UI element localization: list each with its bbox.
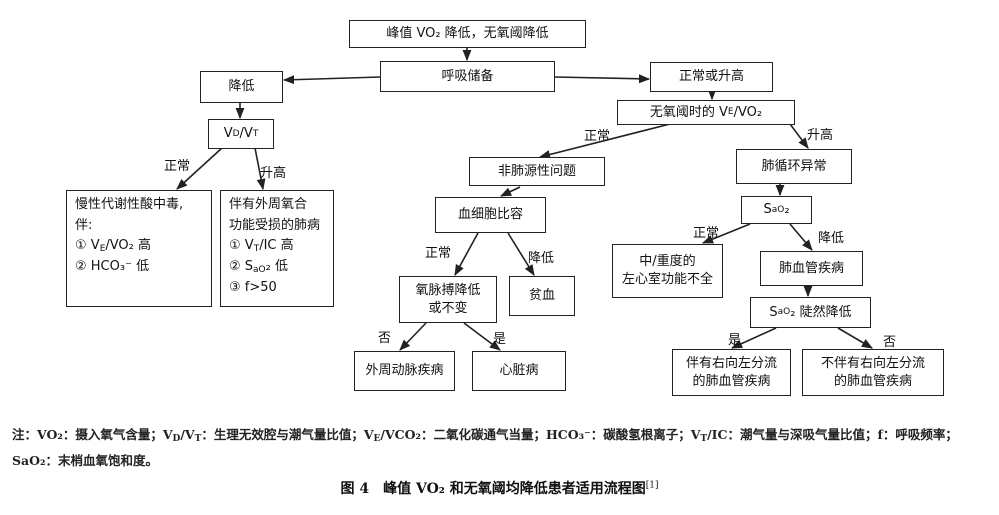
node-decreased: 降低 — [200, 71, 283, 103]
node-non-pulmonary: 非肺源性问题 — [469, 157, 605, 186]
arrow-reserve-to-decreased — [282, 75, 381, 85]
arrow-drop-to-without — [837, 327, 873, 349]
label-vdvt-normal: 正常 — [164, 159, 191, 174]
node-peripheral-artery-disease: 外周动脉疾病 — [354, 351, 455, 391]
arrow-o2pulse-to-heart — [463, 322, 501, 351]
arrow-sao2-to-lv — [701, 223, 751, 244]
arrow-o2pulse-to-pad — [399, 322, 427, 351]
node-breathing-reserve: 呼吸储备 — [380, 61, 555, 92]
label-at-increased: 升高 — [807, 128, 834, 143]
label-sao2-normal: 正常 — [693, 226, 720, 241]
node-heart-disease: 心脏病 — [472, 351, 566, 391]
arrow-at-to-nonpulm — [538, 123, 671, 159]
arrow-sao2-to-pulmvasc — [789, 223, 813, 251]
label-o2pulse-no: 否 — [378, 331, 392, 346]
label-hct-decreased: 降低 — [528, 251, 555, 266]
arrow-drop-to-with — [730, 327, 777, 349]
node-without-shunt: 不伴有右向左分流的肺血管疾病 — [802, 349, 944, 396]
label-hct-normal: 正常 — [425, 246, 452, 261]
label-o2pulse-yes: 是 — [493, 332, 507, 347]
label-at-normal: 正常 — [584, 129, 611, 144]
node-pulmonary-vascular-disease: 肺血管疾病 — [760, 251, 863, 286]
node-lv-dysfunction: 中/重度的左心室功能不全 — [612, 244, 723, 298]
figure-note: 注：VO₂：摄入氧气含量；VD/VT：生理无效腔与潮气量比值；VE/VCO₂：二… — [12, 427, 958, 468]
node-with-shunt: 伴有右向左分流的肺血管疾病 — [672, 349, 791, 396]
arrow-nonpulm-to-hct — [499, 186, 521, 197]
node-o2-pulse: 氧脉搏降低或不变 — [399, 276, 497, 323]
node-pulmonary-circulation: 肺循环异常 — [736, 149, 852, 184]
arrow-at-to-pulmcirc — [789, 123, 809, 149]
arrow-hct-to-anemia — [507, 232, 535, 276]
arrow-vdvt-to-lung — [254, 147, 266, 191]
label-vdvt-increased: 升高 — [260, 166, 287, 181]
flowchart-connectors — [176, 48, 873, 351]
caption-text: 图 4 峰值 VO₂ 和无氧阈均降低患者适用流程图 — [340, 481, 646, 497]
caption-reference: [1] — [645, 480, 659, 491]
figure-caption: 图 4 峰值 VO₂ 和无氧阈均降低患者适用流程图[1] — [0, 478, 999, 498]
node-anemia: 贫血 — [509, 276, 575, 316]
arrow-vdvt-to-acidosis — [176, 147, 223, 190]
arrow-hct-to-o2pulse — [454, 232, 479, 276]
node-hematocrit: 血细胞比容 — [435, 197, 546, 233]
arrow-reserve-to-normal — [554, 74, 651, 84]
node-peak-vo2-at-decreased: 峰值 VO₂ 降低，无氧阈降低 — [349, 20, 586, 48]
node-normal-or-increased: 正常或升高 — [650, 62, 773, 92]
label-drop-yes: 是 — [728, 333, 742, 348]
label-drop-no: 否 — [883, 335, 897, 350]
label-sao2-decreased: 降低 — [818, 231, 845, 246]
